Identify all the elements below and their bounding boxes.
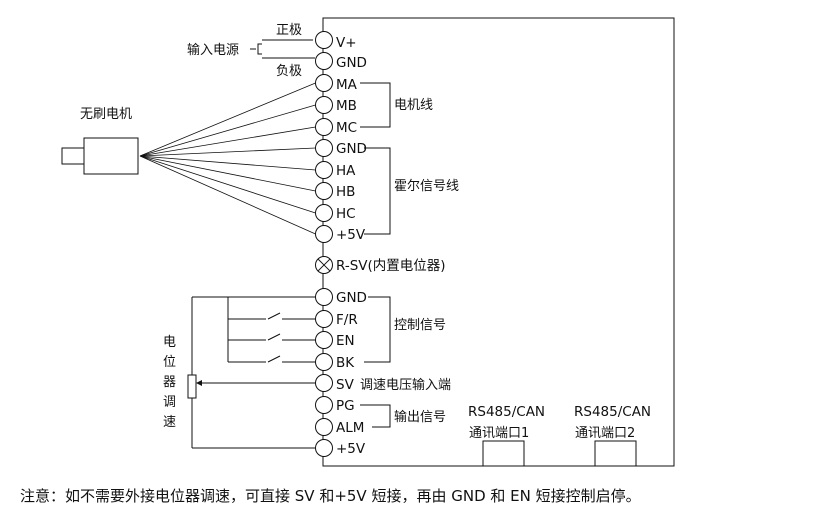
pin-mc: MC xyxy=(336,120,357,136)
motor-body xyxy=(83,137,139,175)
potentiometer-label: 电 位 器 调 速 xyxy=(163,335,176,430)
hall-bracket xyxy=(364,147,391,235)
terminal-5v-hall xyxy=(315,225,333,243)
motor-wire-hb xyxy=(139,155,316,192)
pin-rsv: R-SV(内置电位器) xyxy=(336,258,446,274)
positive-label: 正极 xyxy=(276,23,302,38)
pin-hc: HC xyxy=(336,206,356,222)
pin-5v-out: +5V xyxy=(336,441,366,457)
pin-hb: HB xyxy=(336,184,355,200)
pot-char-3: 器 xyxy=(163,375,176,390)
terminal-sv xyxy=(315,374,333,392)
pot-char-4: 调 xyxy=(163,395,176,410)
pin-ma: MA xyxy=(336,77,358,93)
motor-to-terminal-wires xyxy=(139,82,316,235)
motor-wire-ma xyxy=(139,82,316,157)
rsv-cross-mark xyxy=(317,258,331,272)
potentiometer xyxy=(187,374,197,399)
control-bracket xyxy=(364,296,391,363)
note-text: 注意：如不需要外接电位器调速，可直接 SV 和+5V 短接，再由 GND 和 E… xyxy=(20,487,641,505)
pin-5v-hall: +5V xyxy=(336,227,366,243)
port2-title: RS485/CAN xyxy=(574,404,651,420)
output-bracket xyxy=(360,404,391,428)
pin-gnd-hall: GND xyxy=(336,141,367,157)
terminal-fr xyxy=(315,310,333,328)
terminal-mc xyxy=(315,118,333,136)
pin-pg: PG xyxy=(336,398,355,414)
potentiometer-wiper-icon xyxy=(196,380,202,386)
terminal-hc xyxy=(315,204,333,222)
motor-wire-ha xyxy=(139,155,316,171)
terminal-5v-out xyxy=(315,439,333,457)
pin-alm: ALM xyxy=(336,420,364,436)
bk-switch xyxy=(267,355,281,363)
motor-wire-mb xyxy=(139,104,316,157)
terminal-mb xyxy=(315,96,333,114)
control-label: 控制信号 xyxy=(394,318,446,333)
motor-wires-label: 电机线 xyxy=(394,98,433,113)
pin-mb: MB xyxy=(336,98,357,114)
pin-en: EN xyxy=(336,333,355,349)
port1-subtitle: 通讯端口1 xyxy=(469,426,529,441)
control-wiring xyxy=(187,296,316,449)
brushless-motor: 无刷电机 xyxy=(61,82,316,235)
speed-voltage-label: 调速电压输入端 xyxy=(360,377,451,393)
pin-labels: V+ GND MA MB MC GND HA HB HC +5V R-SV(内置… xyxy=(336,35,446,457)
pin-gnd-ctrl: GND xyxy=(336,290,367,306)
fr-switch xyxy=(267,312,281,320)
terminal-pg xyxy=(315,396,333,414)
hall-wires-label: 霍尔信号线 xyxy=(394,179,459,194)
motor-wire-mc xyxy=(139,126,316,157)
power-input-label: 输入电源 xyxy=(187,42,239,58)
port2-connector xyxy=(594,440,637,466)
pin-sv: SV xyxy=(336,377,355,393)
terminal-gnd-hall xyxy=(315,139,333,157)
terminal-ma xyxy=(315,74,333,92)
port1-connector xyxy=(482,440,525,466)
terminal-en xyxy=(315,331,333,349)
pin-fr: F/R xyxy=(336,312,358,328)
terminal-gnd-ctrl xyxy=(315,288,333,306)
motor-wire-5v-hall xyxy=(139,155,316,235)
pot-char-5: 速 xyxy=(163,415,176,430)
motor-wire-gnd-hall xyxy=(139,147,316,157)
comm-port-2: RS485/CAN 通讯端口2 xyxy=(574,404,651,466)
terminal-alm xyxy=(315,418,333,436)
terminal-block xyxy=(315,31,333,457)
pot-char-1: 电 xyxy=(163,335,176,350)
power-input: 输入电源 正极 负极 xyxy=(187,23,315,79)
port2-subtitle: 通讯端口2 xyxy=(575,426,635,441)
output-label: 输出信号 xyxy=(394,409,446,425)
motor-label: 无刷电机 xyxy=(80,107,132,122)
group-brackets: 电机线 霍尔信号线 控制信号 调速电压输入端 输出信号 xyxy=(360,82,459,428)
port1-title: RS485/CAN xyxy=(468,404,545,420)
controller-box xyxy=(322,17,675,467)
en-switch xyxy=(267,333,281,341)
terminal-ha xyxy=(315,161,333,179)
motor-shaft xyxy=(61,147,85,165)
negative-label: 负极 xyxy=(276,64,302,79)
terminal-bk xyxy=(315,353,333,371)
motor-wire-bracket xyxy=(360,82,391,128)
comm-port-1: RS485/CAN 通讯端口1 xyxy=(468,404,545,466)
terminal-hb xyxy=(315,182,333,200)
pin-bk: BK xyxy=(336,355,355,371)
pin-ha: HA xyxy=(336,163,356,179)
pin-vplus: V+ xyxy=(336,35,357,51)
terminal-vplus xyxy=(315,31,333,49)
pin-gnd-power: GND xyxy=(336,55,367,71)
motor-wire-hc xyxy=(139,155,316,214)
terminal-gnd-power xyxy=(315,52,333,70)
pot-char-2: 位 xyxy=(163,355,176,370)
